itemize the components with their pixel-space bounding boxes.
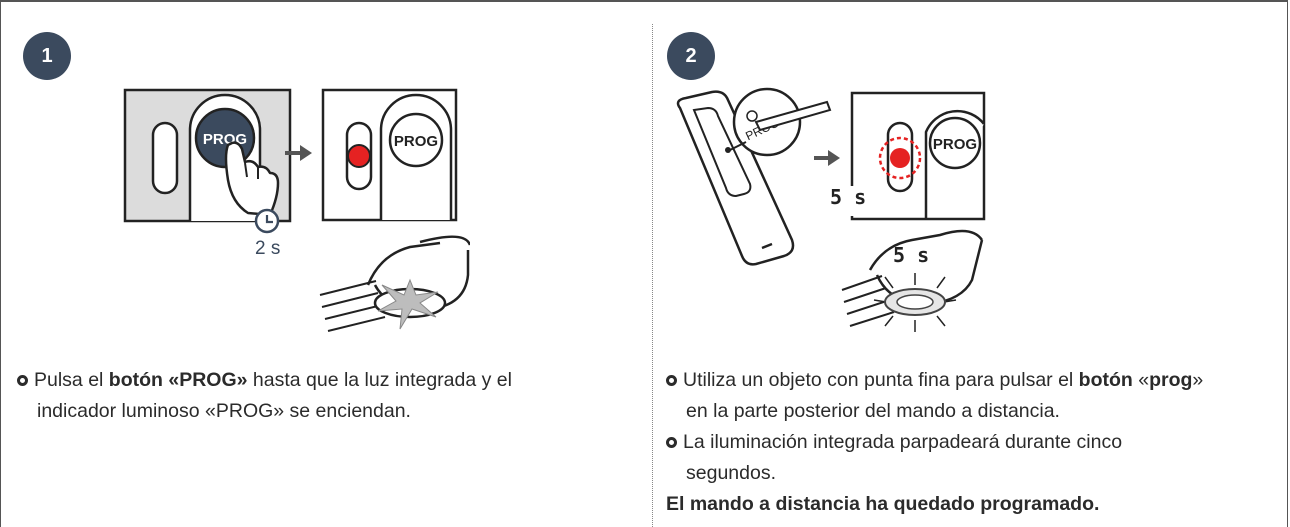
step-1-bullet-line2: indicador luminoso «PROG» se enciendan.: [37, 400, 411, 422]
step-2-conclusion: El mando a distancia ha quedado programa…: [666, 493, 1100, 515]
svg-text:PROG: PROG: [394, 133, 438, 150]
step-2-bullet-2-line2: segundos.: [686, 462, 776, 484]
prog-button: [388, 112, 444, 168]
step-2-bullet-2: La iluminación integrada parpadeará dura…: [666, 427, 1203, 458]
remote-control-icon: [676, 90, 795, 266]
garage-light-unit: [319, 235, 470, 332]
prog-button: [928, 116, 982, 170]
duration-5s-led: 5 s: [830, 185, 867, 209]
bullet-icon: [17, 375, 28, 386]
step-1-bullet: Pulsa el botón «PROG» hasta que la luz i…: [17, 365, 512, 396]
led-slot: [151, 121, 179, 195]
step-1-badge: 1: [23, 32, 71, 80]
step-2-illustration: PROG PROG: [676, 87, 986, 332]
hand-icon: [224, 141, 280, 217]
arrow-icon: [300, 145, 312, 161]
blink-rays: [878, 136, 922, 180]
step-2-instructions: Utiliza un objeto con punta fina para pu…: [666, 365, 1203, 520]
duration-2s: 2 s: [255, 238, 281, 259]
bullet-icon: [666, 437, 677, 448]
step-2-bullet-1-line2: en la parte posterior del mando a distan…: [686, 400, 1060, 422]
arrow-icon: [828, 150, 840, 166]
bullet-icon: [666, 375, 677, 386]
pen-icon: [754, 100, 832, 132]
red-led-icon: [890, 148, 910, 168]
duration-5s-light: 5 s: [893, 243, 930, 267]
garage-light-unit: [841, 229, 984, 332]
step-2-bullet-1: Utiliza un objeto con punta fina para pu…: [666, 365, 1203, 396]
step-2-badge: 2: [667, 32, 715, 80]
step-1-illustration: PROG PROG: [123, 88, 470, 332]
svg-text:PROG: PROG: [933, 136, 977, 153]
column-divider: [652, 24, 653, 527]
step-1-instructions: Pulsa el botón «PROG» hasta que la luz i…: [17, 365, 512, 427]
